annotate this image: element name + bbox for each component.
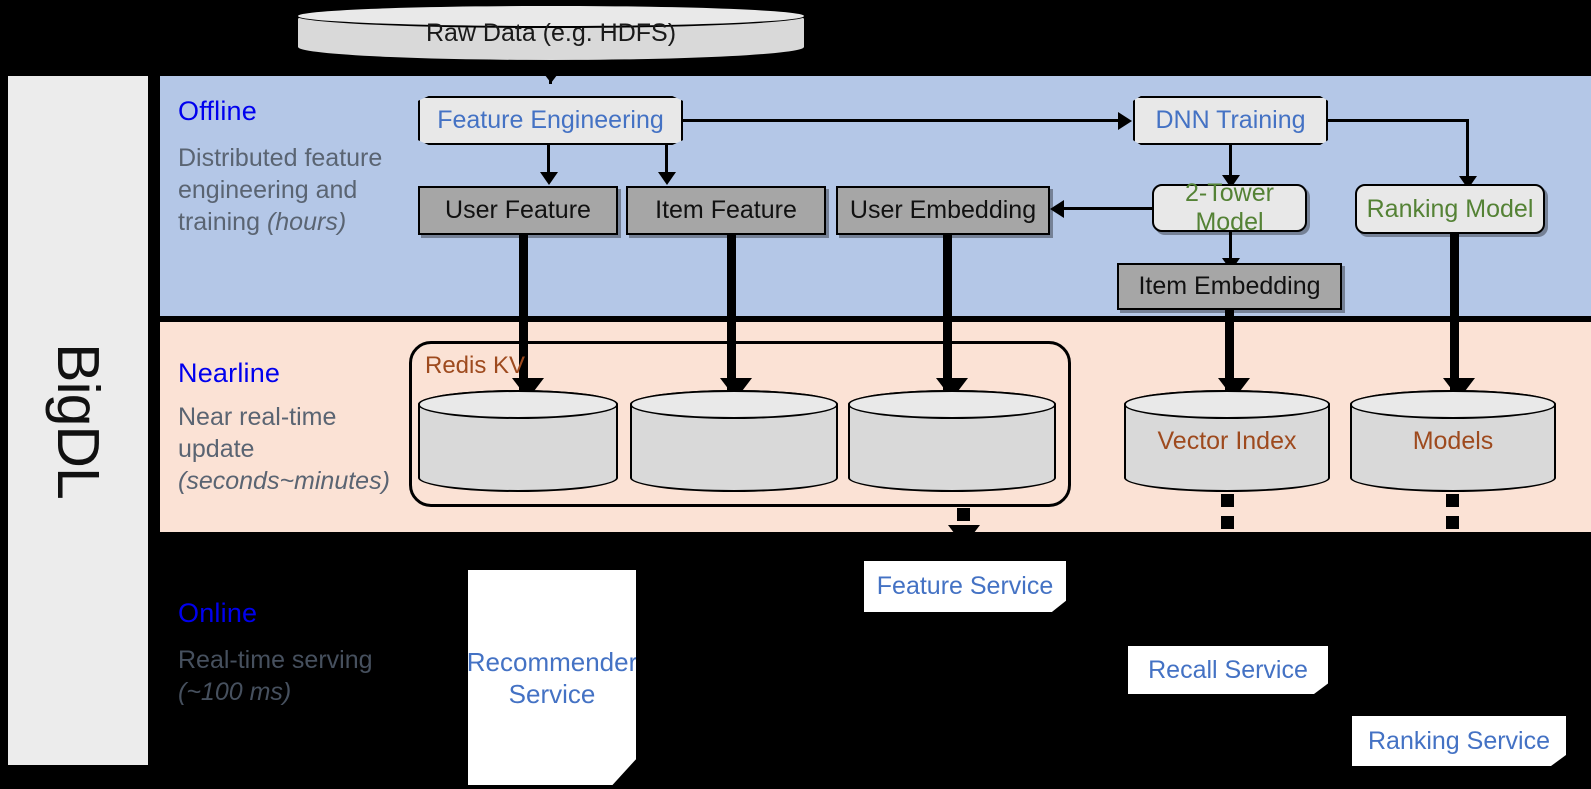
connector-twotower-userembedding [1064,207,1154,210]
arrowhead-fe-dnn [1118,112,1132,130]
item-embedding-node[interactable]: Item Embedding [1117,263,1342,310]
vector-index-label: Vector Index [1157,426,1297,455]
dnn-training-label: DNN Training [1155,106,1306,134]
cylinder-top [630,390,838,419]
pipe-itemfeature-redis [727,235,736,390]
redis-cylinder-user-feature [418,390,618,492]
online-description: Real-time serving (~100 ms) [178,644,403,708]
raw-data-label: Raw Data (e.g. HDFS) [425,18,677,47]
user-feature-label: User Feature [445,196,591,224]
feature-service-label: Feature Service [876,572,1054,600]
dash-vectorindex-recall-1 [1221,494,1234,507]
cylinder-top [1350,390,1556,419]
arrowhead-rawdata-fe [535,62,567,83]
dash-vectorindex-recall-2 [1221,516,1234,529]
ranking-service-node[interactable]: Ranking Service [1352,716,1566,766]
online-title: Online [178,598,258,628]
vector-index-cylinder: Vector Index [1124,390,1330,492]
connector-dnn-ranking-h [1328,119,1468,122]
connector-fe-userfeature [547,145,550,173]
nearline-desc-plain: Near real-time update [178,403,337,463]
arrowhead-fe-userfeature [540,172,558,185]
feature-engineering-node[interactable]: Feature Engineering [418,96,683,145]
cylinder-top [418,390,618,419]
user-feature-node[interactable]: User Feature [418,186,618,235]
connector-twotower-itememb [1229,232,1232,260]
models-label: Models [1412,426,1494,455]
recommender-service-label: Recommender Service [466,646,638,709]
recall-service-node[interactable]: Recall Service [1128,646,1328,694]
user-embedding-label: User Embedding [849,196,1037,224]
offline-description: Distributed feature engineering and trai… [178,142,403,238]
redis-kv-label: Redis KV [425,352,526,379]
bigdl-sidebar: BigDL [8,76,148,765]
cylinder-top [1124,390,1330,419]
cylinder-top [848,390,1056,419]
item-feature-label: Item Feature [655,196,797,224]
item-feature-node[interactable]: Item Feature [626,186,826,235]
ranking-model-node[interactable]: Ranking Model [1355,184,1545,234]
redis-cylinder-user-embedding [848,390,1056,492]
ranking-model-label: Ranking Model [1366,194,1534,223]
two-tower-model-label: 2-Tower Model [1185,179,1274,236]
nearline-desc-italic: (seconds~minutes) [178,467,390,495]
offline-desc-plain: Distributed feature engineering and trai… [178,144,383,236]
arrowhead-twotower-userembedding [1050,200,1064,218]
dash-redis-featureservice [957,508,970,521]
offline-desc-italic: (hours) [266,208,347,236]
dnn-training-node[interactable]: DNN Training [1133,96,1328,145]
redis-cylinder-item-feature [630,390,838,492]
offline-title: Offline [178,96,257,126]
connector-fe-itemfeature [665,145,668,173]
raw-data-cylinder: Raw Data (e.g. HDFS) [296,4,806,62]
arrowhead-fe-itemfeature [658,172,676,185]
connector-dnn-ranking-v [1466,119,1469,179]
connector-dnn-twotower [1229,145,1232,177]
cylinder-top [296,4,806,29]
connector-fe-dnn [683,119,1118,122]
models-cylinder: Models [1350,390,1556,492]
online-desc-italic: (~100 ms) [178,678,292,706]
online-desc-plain: Real-time serving [178,646,373,674]
recommender-service-node[interactable]: Recommender Service [468,570,636,785]
arrowhead-redis-featureservice [948,525,980,546]
dash-models-ranking-2 [1446,516,1459,529]
dash-models-ranking-1 [1446,494,1459,507]
pipe-userfeature-redis [519,235,528,390]
user-embedding-node[interactable]: User Embedding [836,186,1050,235]
pipe-itemembedding-vectorindex [1225,310,1234,390]
bigdl-label: BigDL [45,342,111,499]
item-embedding-label: Item Embedding [1138,272,1321,300]
nearline-description: Near real-time update (seconds~minutes) [178,401,403,497]
feature-engineering-label: Feature Engineering [437,106,664,134]
ranking-service-label: Ranking Service [1367,726,1551,755]
two-tower-model-node[interactable]: 2-Tower Model [1152,179,1307,236]
pipe-rankingmodel-models [1450,234,1459,390]
pipe-userembedding-redis [943,235,952,390]
recall-service-label: Recall Service [1148,655,1308,684]
nearline-title: Nearline [178,358,281,388]
redis-kv-container [409,341,1071,507]
feature-service-node[interactable]: Feature Service [864,561,1066,612]
